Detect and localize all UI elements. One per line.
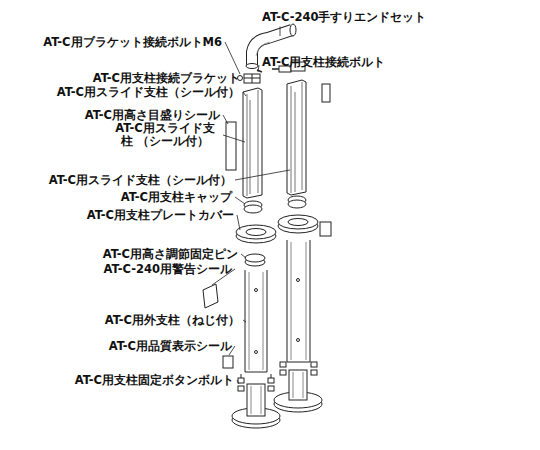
base-plate: [232, 384, 280, 428]
leader-line: [235, 170, 290, 180]
part-label: AT-C用高さ調節固定ピン: [103, 248, 238, 261]
leader-line: [280, 27, 281, 37]
seal: [320, 222, 331, 236]
part-label: AT-C用品質表示シール: [109, 340, 232, 353]
leader-line: [237, 380, 239, 384]
leader-line: [235, 197, 245, 204]
part-label: AT-C用支柱キャップ: [121, 191, 232, 204]
bracket: [244, 74, 260, 83]
part-label: AT-C用支柱接続ブラケット: [93, 72, 240, 85]
part-label: AT-C用スライド支柱（シール付）: [57, 86, 240, 99]
leader-line: [243, 92, 246, 96]
slide-post: [243, 88, 262, 198]
part-label: AT-C用スライド支柱（シール付）: [49, 174, 232, 187]
outer-post: [287, 240, 310, 362]
button-bolts: [280, 362, 317, 375]
leader-line: [258, 65, 259, 72]
scale-seal: [226, 122, 236, 170]
quality-seal: [223, 356, 233, 368]
leader-line: [237, 215, 240, 230]
part-label: AT-C用スライド支柱 （シール付）: [110, 122, 220, 148]
part-label: AT-C用支柱プレートカバー: [87, 209, 234, 222]
part-label: AT-C用支柱接続ボルト: [262, 56, 385, 69]
part-label: AT-C-240手すりエンドセット: [262, 11, 426, 24]
part-label: AT-C用外支柱（ねじ付）: [105, 314, 240, 327]
seal: [322, 84, 330, 102]
warning-seal: [203, 284, 218, 308]
leader-line: [225, 42, 240, 74]
part-label: AT-C用ブラケット接続ボルトM6: [43, 36, 222, 49]
part-label: AT-C-240用警告シール: [104, 263, 232, 276]
handrail-end: [290, 24, 296, 36]
part-label: AT-C用支柱固定ボタンボルト: [75, 374, 234, 387]
leader-line: [243, 320, 246, 322]
leader-line: [223, 135, 245, 142]
part-label: AT-C用高さ目盛りシール: [85, 109, 220, 122]
base-plate: [274, 370, 322, 412]
leader-line: [223, 115, 228, 124]
leader-line: [241, 254, 246, 258]
button-bolts: [238, 374, 274, 391]
outer-post: [245, 270, 267, 372]
slide-post: [287, 80, 306, 195]
